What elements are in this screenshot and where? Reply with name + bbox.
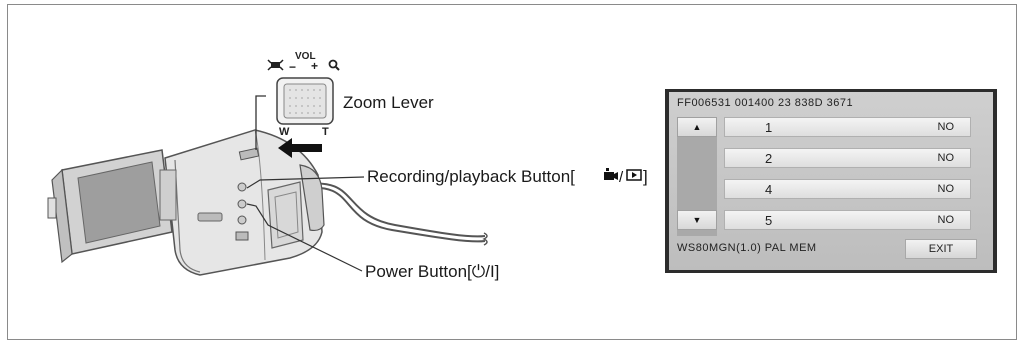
zoom-lever-detail	[276, 77, 334, 125]
list-item[interactable]: 5 NO	[724, 210, 971, 230]
list-item-number: 2	[765, 151, 773, 166]
svg-text:/: /	[619, 169, 624, 186]
menu-footer: WS80MGN(1.0) PAL MEM	[677, 242, 817, 254]
wide-angle-icon	[267, 59, 284, 71]
camcorder-illustration: /	[47, 59, 642, 276]
vol-plus: +	[311, 59, 319, 73]
scroll-up-button[interactable]: ▲	[677, 117, 717, 137]
list-item-value: NO	[937, 183, 955, 195]
t-label: T	[322, 126, 329, 138]
cable	[299, 182, 486, 238]
menu-header: FF006531 001400 23 838D 3671	[677, 97, 854, 109]
list-item-number: 4	[765, 182, 773, 197]
list-item-number: 5	[765, 213, 773, 228]
list-item[interactable]: 2 NO	[724, 148, 971, 168]
vol-minus: −	[289, 60, 297, 74]
list-item-number: 1	[765, 120, 773, 135]
list-item-value: NO	[937, 152, 955, 164]
exit-button[interactable]: EXIT	[905, 239, 977, 259]
w-label: W	[279, 126, 290, 138]
telephoto-magnifier-icon	[328, 59, 340, 71]
list-item[interactable]: 1 NO	[724, 117, 971, 137]
menu-screen-inner: FF006531 001400 23 838D 3671 ▲ ▼ 1 NO 2 …	[669, 92, 993, 270]
menu-screen: FF006531 001400 23 838D 3671 ▲ ▼ 1 NO 2 …	[665, 89, 997, 273]
power-button-label: Power Button[⏻/I]	[365, 262, 500, 281]
playback-icon	[626, 169, 642, 181]
rec-play-button-suffix: ]	[643, 167, 648, 186]
direction-arrow	[278, 138, 322, 158]
zoom-callout-bracket	[255, 95, 266, 150]
scroll-down-button[interactable]: ▼	[677, 210, 717, 230]
movie-camera-icon	[604, 168, 618, 180]
lcd-panel	[47, 149, 177, 264]
rec-play-leader	[246, 176, 365, 189]
vol-label: VOL	[295, 51, 316, 62]
list-item-value: NO	[937, 214, 955, 226]
zoom-lever-label: Zoom Lever	[343, 93, 434, 112]
list-item-value: NO	[937, 121, 955, 133]
list-item[interactable]: 4 NO	[724, 179, 971, 199]
rec-play-button-label: Recording/playback Button[	[367, 167, 575, 186]
power-leader	[246, 203, 363, 272]
